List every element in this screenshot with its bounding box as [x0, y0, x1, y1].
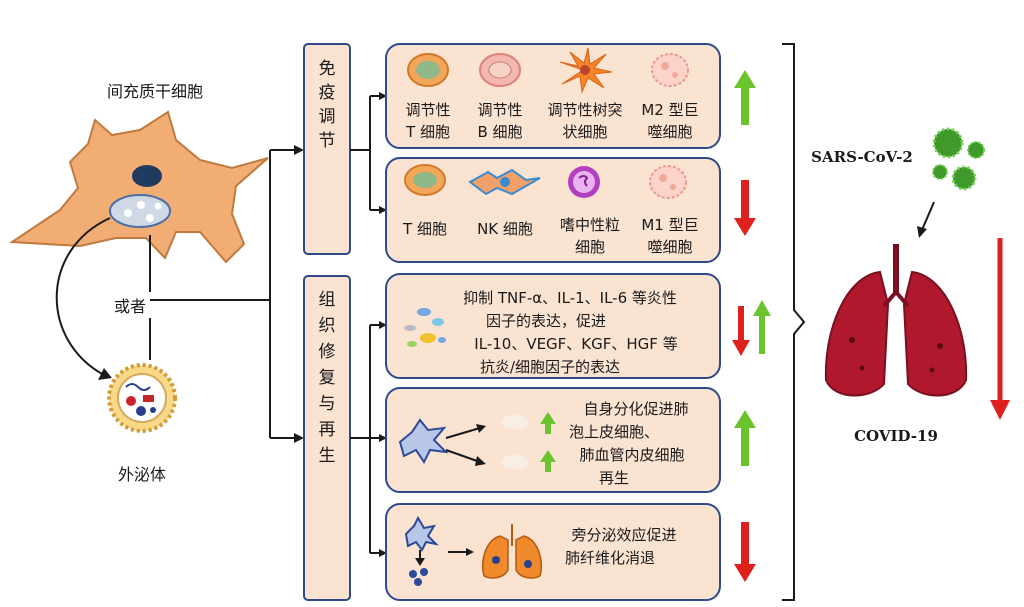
- breg-cell-icon: [479, 53, 521, 87]
- exosome-illustration: [107, 363, 177, 433]
- neutrophil-icon: [568, 166, 600, 198]
- repair-cytokine-box: [385, 273, 721, 379]
- cell-label: 噬细胞: [647, 238, 692, 256]
- diff-arrow-line: [445, 427, 481, 439]
- arrowhead-icon: [379, 549, 387, 557]
- cell-label: B 细胞: [477, 123, 522, 141]
- arrowhead-icon: [917, 226, 927, 238]
- virus-to-lung-arrow: [921, 201, 935, 231]
- cytokine-text-line: IL-10、VEGF、KGF、HGF 等: [474, 335, 677, 353]
- nk-cell-icon: [468, 168, 541, 196]
- lungs-icon: [824, 244, 968, 397]
- t-cell-icon: [404, 164, 446, 196]
- immune-down-trend-arrow: [734, 180, 756, 236]
- fibrosis-text-line: 旁分泌效应促进: [571, 526, 676, 544]
- cell-label: 调节性树突: [547, 101, 622, 119]
- dendritic-cell-icon: [559, 47, 613, 94]
- arrowhead-icon: [379, 434, 387, 442]
- cytokine-down-trend-arrow: [732, 306, 750, 356]
- cell-label: M2 型巨: [641, 101, 698, 119]
- small-lung-icon: [482, 524, 542, 579]
- arrowhead-icon: [379, 92, 387, 100]
- msc-small-icon: [404, 515, 440, 552]
- immune-down-box: [385, 157, 721, 263]
- diff-text-line: 自身分化促进肺: [583, 400, 688, 418]
- arrowhead-icon: [294, 433, 304, 443]
- cytokine-text-line: 抑制 TNF-α、IL-1、IL-6 等炎性: [463, 289, 677, 307]
- exosome-label: 外泌体: [118, 465, 166, 484]
- repair-fibrosis-box: [385, 503, 721, 601]
- msc-small-icon: [398, 418, 449, 464]
- cell-label: 调节性: [405, 101, 450, 119]
- arrowhead-icon: [475, 456, 486, 466]
- m1-macrophage-icon: [649, 165, 687, 199]
- arrowhead-icon: [476, 424, 486, 433]
- diff-text-line: 肺血管内皮细胞: [579, 446, 684, 464]
- immune-up-box: [385, 43, 721, 149]
- virus-icon: [932, 127, 985, 191]
- immune-up-trend-arrow: [734, 70, 756, 125]
- or-label: 或者: [114, 297, 146, 316]
- diff-text-line: 泡上皮细胞、: [569, 423, 659, 441]
- cell-label: T 细胞: [402, 220, 447, 238]
- msc-to-exosome-arrow: [55, 217, 111, 376]
- m2-macrophage-icon: [651, 53, 689, 87]
- repair-category-label: 组织修复与再生: [319, 290, 336, 466]
- endothelial-cell-icon: [501, 455, 529, 469]
- arrowhead-icon: [294, 145, 304, 155]
- small-up-arrow-icon: [540, 412, 556, 434]
- cell-label: T 细胞: [405, 123, 450, 141]
- arrowhead-icon: [98, 368, 112, 380]
- diff-text-line: 再生: [599, 469, 629, 487]
- cytokine-dots-icon: [404, 308, 446, 347]
- cell-label: 噬细胞: [647, 123, 692, 141]
- cell-label: M1 型巨: [641, 216, 698, 234]
- msc-label: 间充质干细胞: [107, 82, 203, 101]
- or-label-bg: [105, 292, 159, 318]
- arrowhead-icon: [466, 548, 474, 556]
- fibrosis-down-trend-arrow: [734, 522, 756, 582]
- disease-down-trend-arrow: [990, 238, 1010, 420]
- arrowhead-icon: [415, 558, 425, 566]
- cell-label: 状细胞: [562, 123, 607, 141]
- msc-cell-illustration: [8, 110, 269, 264]
- cell-label: NK 细胞: [477, 220, 533, 238]
- diff-arrow-line: [445, 449, 481, 463]
- cytokine-up-trend-arrow: [753, 300, 771, 354]
- vesicle-cluster-icon: [409, 568, 428, 586]
- small-up-arrow-icon: [540, 450, 556, 472]
- cell-label: 细胞: [575, 238, 605, 256]
- epithelial-cell-icon: [501, 415, 529, 429]
- treg-cell-icon: [407, 53, 449, 87]
- summary-brace: [782, 43, 806, 601]
- arrowhead-icon: [379, 321, 387, 329]
- cell-label: 调节性: [477, 101, 522, 119]
- cell-label: 嗜中性粒: [560, 216, 620, 234]
- disease-label: COVID-19: [854, 427, 938, 445]
- repair-diff-box: [385, 387, 721, 493]
- virus-label: SARS-CoV-2: [811, 148, 913, 166]
- immune-up-labels: 调节性 T 细胞 调节性 B 细胞 调节性树突 状细胞 M2 型巨 噬细胞: [405, 101, 699, 141]
- diff-up-trend-arrow: [734, 410, 756, 466]
- immune-down-labels: T 细胞 NK 细胞 嗜中性粒 细胞 M1 型巨 噬细胞: [402, 216, 699, 256]
- fibrosis-text-line: 肺纤维化消退: [565, 549, 655, 567]
- immune-category-label: 免疫调节: [319, 59, 336, 151]
- cytokine-text-line: 因子的表达，促进: [486, 312, 606, 330]
- cytokine-text-line: 抗炎/细胞因子的表达: [480, 358, 620, 376]
- arrowhead-icon: [379, 206, 387, 214]
